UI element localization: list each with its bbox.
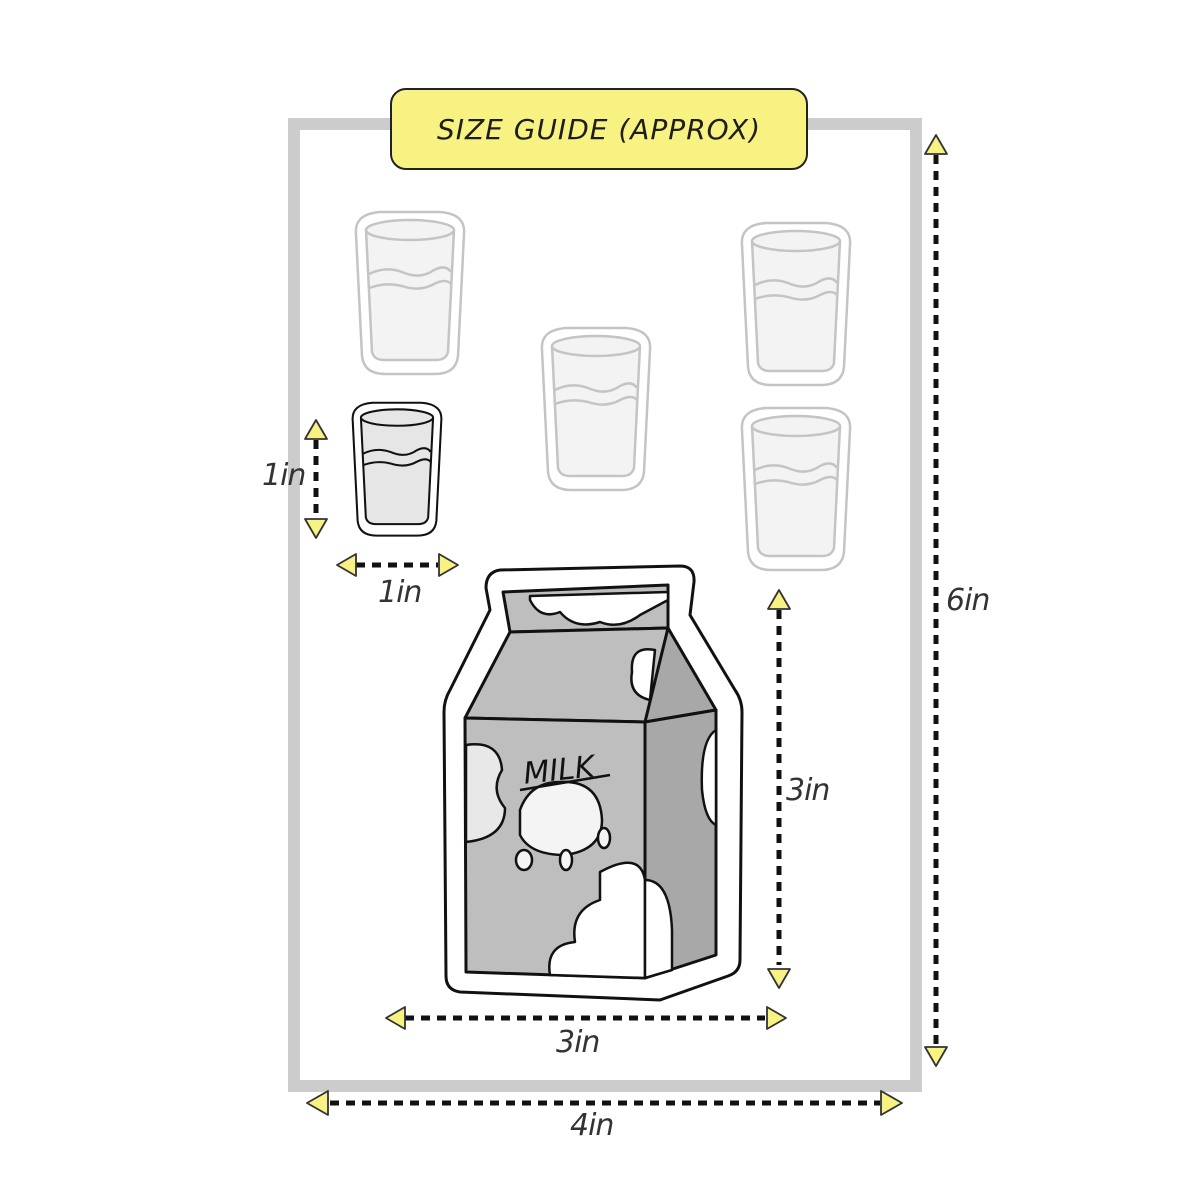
arrow-down-icon — [304, 518, 328, 539]
arrow-down-icon — [924, 1046, 948, 1067]
arrow-left-icon — [336, 553, 357, 577]
arrow-up-icon — [304, 419, 328, 440]
carton-width-label: 3in — [556, 1025, 600, 1060]
arrow-down-icon — [767, 968, 791, 989]
carton-height-label: 3in — [786, 773, 830, 808]
sheet-height-label: 6in — [946, 583, 990, 618]
milk-carton-label: MILK — [522, 749, 599, 791]
milk-carton: MILK — [442, 564, 744, 1002]
sheet-width-label: 4in — [570, 1108, 614, 1143]
dimension-arrowheads — [304, 134, 948, 1116]
faded-glass-top-right — [740, 221, 852, 387]
size-guide-title: SIZE GUIDE (APPROX) — [436, 112, 762, 146]
faded-glass-right — [740, 406, 852, 572]
arrow-right-icon — [766, 1006, 787, 1030]
arrow-left-icon — [385, 1006, 406, 1030]
arrow-right-icon — [880, 1090, 903, 1116]
arrow-right-icon — [438, 553, 459, 577]
arrow-left-icon — [306, 1090, 329, 1116]
arrow-up-icon — [924, 134, 948, 155]
arrow-up-icon — [767, 589, 791, 610]
faded-glass-center — [540, 326, 652, 492]
faded-glass-top-left — [354, 210, 466, 376]
dimension-lines — [313, 155, 939, 1106]
highlighted-glass — [351, 401, 443, 537]
size-guide-title-badge: SIZE GUIDE (APPROX) — [390, 88, 808, 170]
glass-height-label: 1in — [262, 458, 306, 493]
glass-width-label: 1in — [378, 575, 422, 610]
